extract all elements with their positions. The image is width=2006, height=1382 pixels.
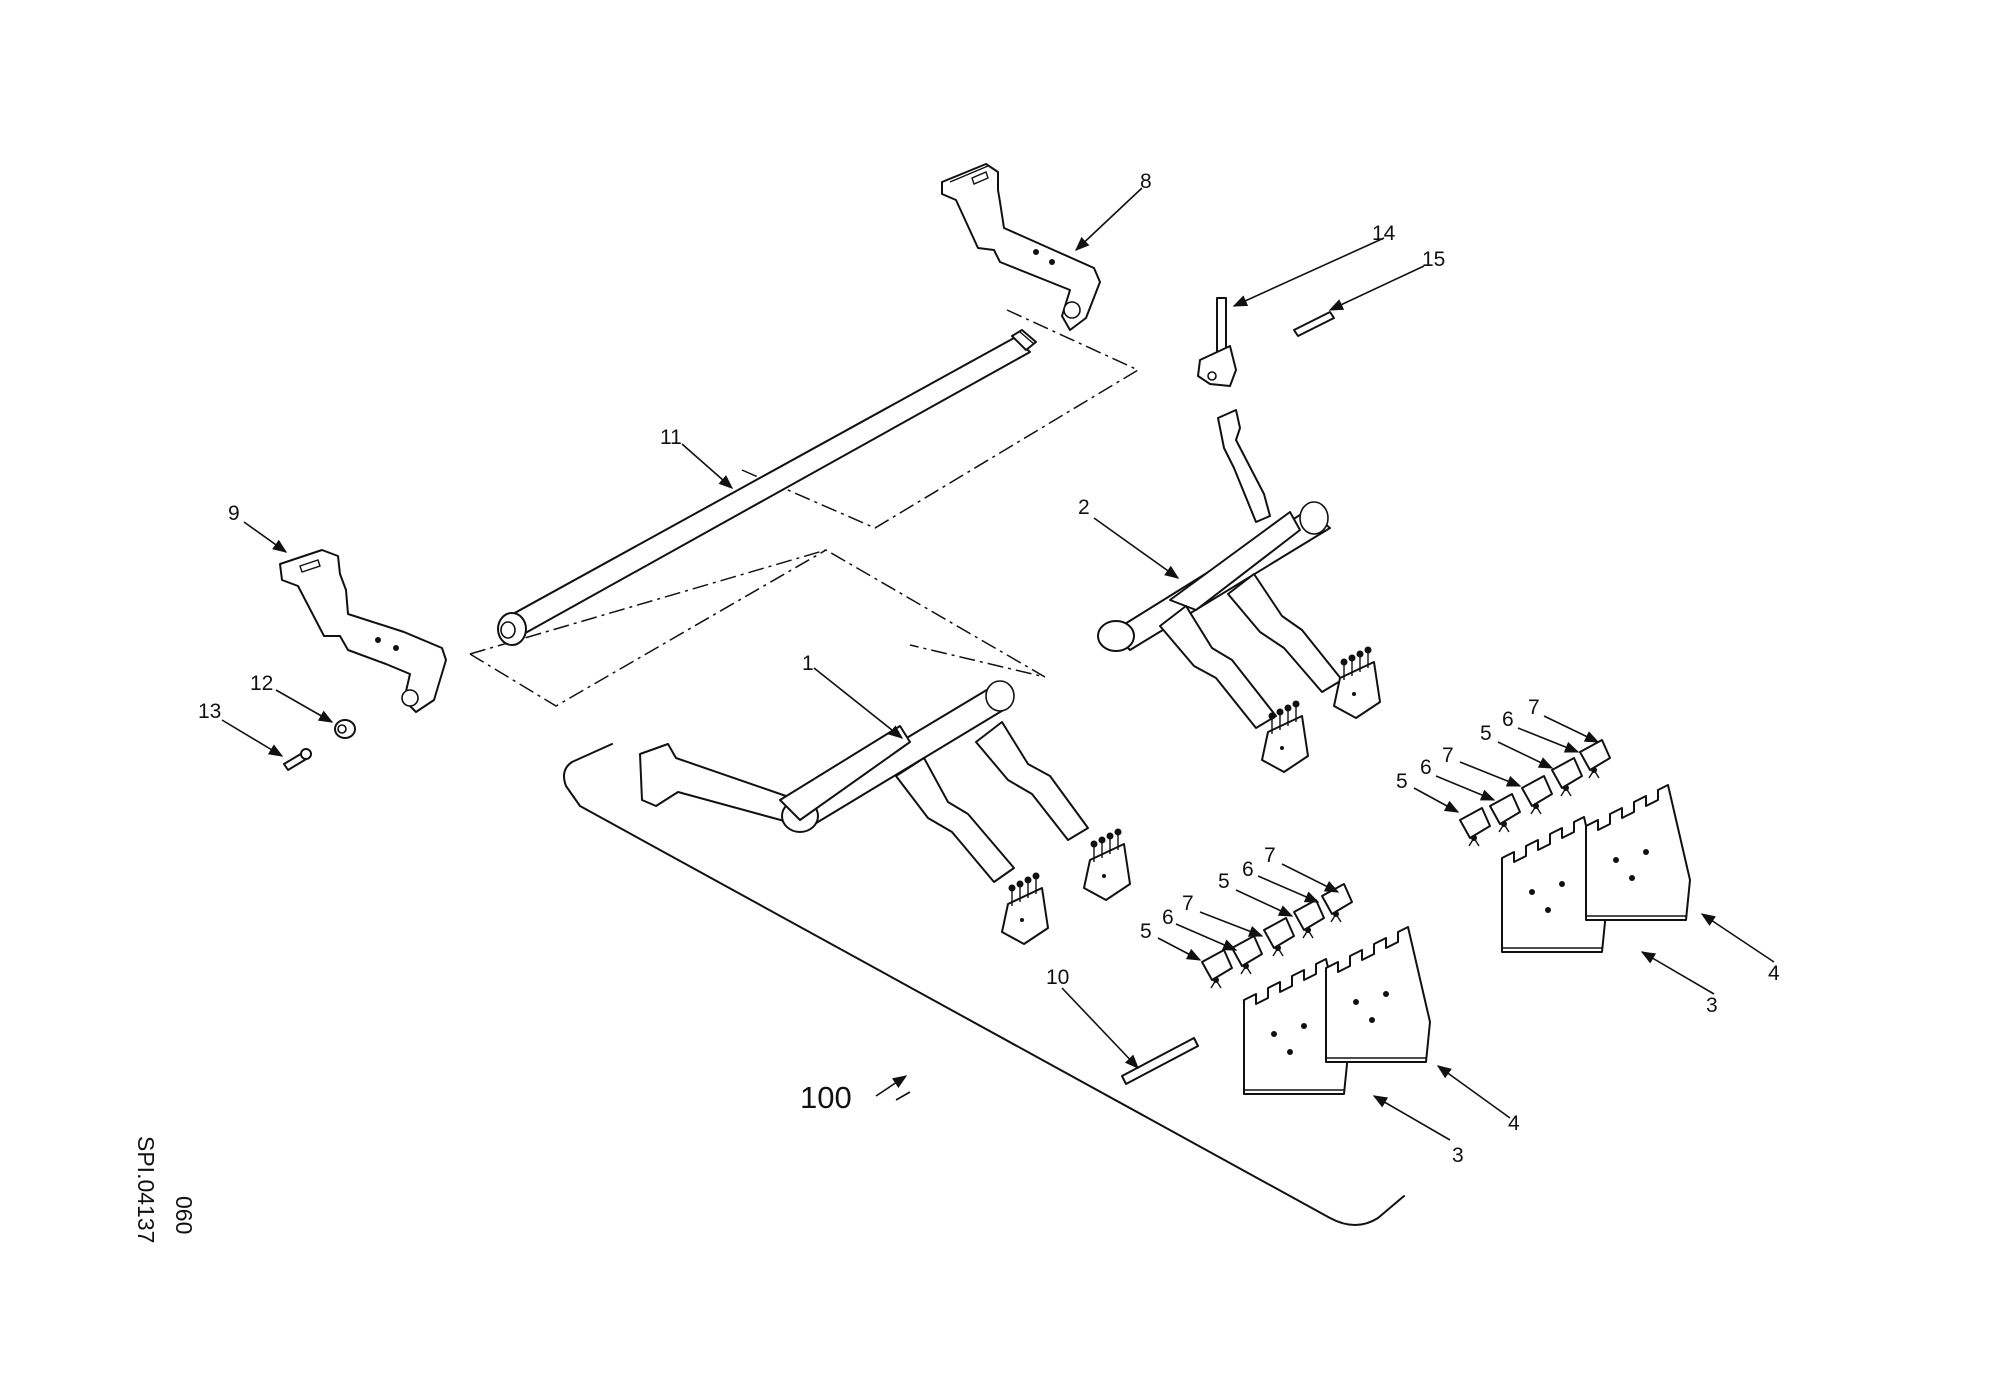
callout-labels: 1 2 3 3 4 4 5 5 5 5 6 6 6 6 7 7 7 7 8 9 … — [198, 170, 1780, 1167]
sheet-reference: SPI.04137 060 — [133, 1136, 197, 1243]
bracket-9 — [279, 549, 447, 713]
callout-1: 1 — [802, 652, 814, 675]
leader-lines — [221, 187, 1775, 1141]
callout-6b: 6 — [1242, 858, 1254, 881]
arm-assembly-2 — [1097, 409, 1381, 773]
callout-6c: 6 — [1420, 756, 1432, 779]
callout-3a: 3 — [1452, 1144, 1464, 1167]
assembly-outline-100 — [563, 743, 1405, 1226]
callout-100: 100 — [800, 1080, 852, 1115]
arm-assembly-1 — [639, 680, 1131, 945]
shaft-11 — [497, 329, 1037, 646]
callout-10: 10 — [1046, 966, 1069, 989]
sheet-code: 060 — [171, 1196, 197, 1234]
callout-7c: 7 — [1442, 744, 1454, 767]
callout-11: 11 — [660, 426, 682, 449]
callout-7d: 7 — [1528, 696, 1540, 719]
blade-4-lower — [1325, 926, 1431, 1063]
callout-5d: 5 — [1480, 722, 1492, 745]
callout-5b: 5 — [1218, 870, 1230, 893]
callout-13: 13 — [198, 700, 221, 723]
callout-5a: 5 — [1140, 920, 1152, 943]
callout-14: 14 — [1372, 222, 1396, 245]
blade-4-upper — [1585, 784, 1691, 921]
assembly-guide-shaft — [469, 549, 1046, 678]
bracket-8 — [941, 163, 1101, 331]
callout-4a: 4 — [1508, 1112, 1520, 1135]
callout-8: 8 — [1140, 170, 1152, 193]
callout-7a: 7 — [1182, 892, 1194, 915]
pin-15 — [1293, 311, 1335, 337]
callout-6d: 6 — [1502, 708, 1514, 731]
callout-5c: 5 — [1396, 770, 1408, 793]
callout-6a: 6 — [1162, 906, 1174, 929]
callout-9: 9 — [228, 502, 240, 525]
lever-14 — [1197, 297, 1237, 387]
sheet-number: SPI.04137 — [133, 1136, 159, 1243]
callout-4b: 4 — [1768, 962, 1780, 985]
pin-10 — [1121, 1037, 1199, 1085]
callout-12: 12 — [250, 672, 273, 695]
callout-7b: 7 — [1264, 844, 1276, 867]
assembly-guide-shaft-low — [469, 549, 827, 707]
assembly-guide-bracket8 — [741, 309, 1140, 529]
callout-15: 15 — [1422, 248, 1445, 271]
screw-13 — [283, 748, 312, 771]
callout-2: 2 — [1078, 496, 1090, 519]
callout-3b: 3 — [1706, 994, 1718, 1017]
